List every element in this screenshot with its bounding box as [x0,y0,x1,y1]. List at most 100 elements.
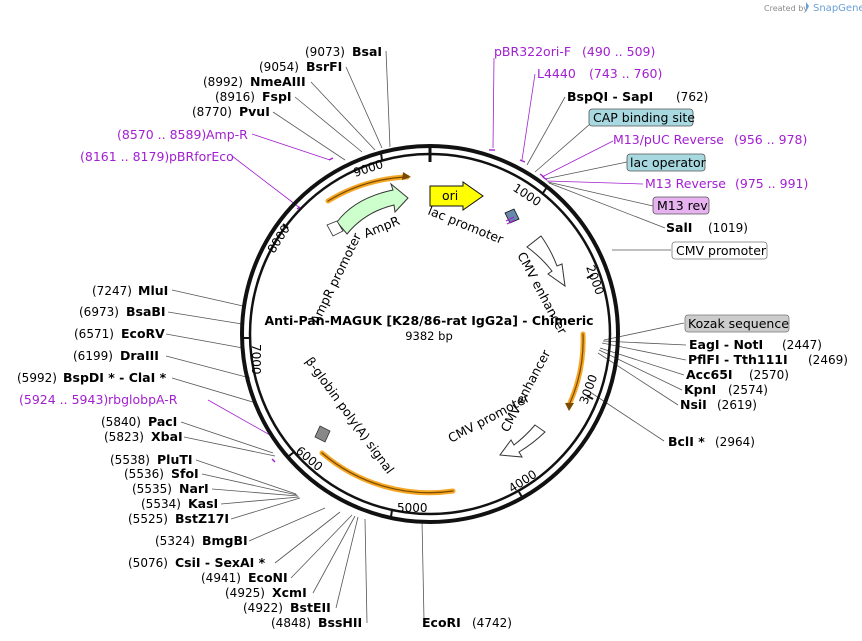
primer-range: (975 .. 991) [735,176,808,191]
svg-text:(2469): (2469) [808,353,848,367]
svg-text:(4742): (4742) [472,616,512,630]
enzyme-name: SfoI [171,466,199,481]
enzyme-name: EcoNI [248,570,288,585]
backbone-outer [240,144,620,524]
svg-text:(9073): (9073) [305,45,345,59]
ampr-promoter-feature [326,220,344,237]
tick-label-5000: 5000 [397,501,428,515]
enzyme-name: EagI - NotI [689,337,763,352]
tick-label-2000: 2000 [583,263,607,296]
cmv-promoter-box: CMV promoter [671,241,768,260]
enzyme-name: BmgBI [202,533,248,548]
enzyme-name: PvuI [239,104,270,119]
arrowhead-icon [565,403,574,411]
primer-labels: pBR322ori-F (490 .. 509) L4440 (743 .. 7… [19,44,808,407]
tick-label-7000: 7000 [249,344,263,375]
ori-label: ori [442,188,458,203]
svg-text:(8770): (8770) [192,105,232,119]
cmv-promoter-label: CMV promoter [445,390,532,446]
watermark-brand: SnapGene [813,3,862,14]
cmv-enhancer-2-label: CMV enhancer [497,346,553,434]
svg-text:(1019): (1019) [708,221,748,235]
enzyme-name: PluTI [157,452,193,467]
svg-text:(6571): (6571) [74,327,114,341]
enzyme-name: PacI [148,414,177,429]
enzyme-name: BstEII [290,600,331,615]
enzyme-name: DraIII [120,348,159,363]
enzyme-name: KasI [188,496,218,511]
enzyme-name: EcoRV [121,326,165,341]
svg-text:(5840): (5840) [101,415,141,429]
primer-name: pBRforEco [169,149,234,164]
primer-name: pBR322ori-F [494,44,571,59]
svg-text:(2447): (2447) [782,338,822,352]
svg-text:Kozak sequence: Kozak sequence [688,316,789,331]
ampr-feature [336,182,409,235]
ori-feature [429,181,484,211]
primer-range: (743 .. 760) [589,66,662,81]
primer-name: M13 Reverse [645,176,726,191]
lac-promoter-label: lac promoter [426,203,507,247]
svg-text:(8916): (8916) [215,90,255,104]
lac-operator-box: lac operator [626,153,707,172]
svg-text:(9054): (9054) [259,60,299,74]
svg-text:(4848): (4848) [271,616,311,630]
svg-text:(6199): (6199) [73,349,113,363]
kozak-sequence-box: Kozak sequence [684,314,790,333]
lac-promoter-feature [504,208,520,225]
tick-label-1000: 1000 [510,181,543,209]
leader-lines [165,50,687,624]
svg-text:(2619): (2619) [717,398,757,412]
enzyme-name: XcmI [272,585,307,600]
ampr-promoter-label: AmpR promoter [307,230,364,327]
svg-text:(5538): (5538) [110,453,150,467]
primer-range: (956 .. 978) [734,132,807,147]
highlight-arcs [319,174,586,496]
primer-range: (8570 .. 8589) [117,127,206,142]
svg-text:(2574): (2574) [728,383,768,397]
enzyme-labels: (9073)BsaI (9054)BsrFI (8992)NmeAIII (89… [17,44,848,630]
enzyme-name: Acc65I [686,367,733,382]
svg-text:(4922): (4922) [243,601,283,615]
enzyme-name: BsrFI [306,59,342,74]
svg-text:(5076): (5076) [128,556,168,570]
primer-name: rbglobpA-R [108,392,178,407]
svg-text:(5823): (5823) [104,430,144,444]
svg-text:CAP binding site: CAP binding site [593,110,695,125]
svg-text:(5324): (5324) [155,534,195,548]
svg-text:(7247): (7247) [92,284,132,298]
snapgene-logo-icon [806,2,809,12]
svg-text:M13 rev: M13 rev [657,198,708,213]
primer-name: M13/pUC Reverse [613,132,724,147]
cap-binding-site-box: CAP binding site [588,108,695,127]
watermark-text: Created by [764,4,808,13]
svg-text:(5536): (5536) [124,467,164,481]
enzyme-name: CsiI - SexAI * [175,555,266,570]
enzyme-name: NarI [179,481,209,496]
svg-text:(5535): (5535) [132,482,172,496]
svg-text:(5992): (5992) [17,371,57,385]
primer-name: Amp-R [206,127,248,142]
svg-text:(2964): (2964) [715,435,755,449]
enzyme-name: BspDI * - ClaI * [63,370,167,385]
cmv-promoter-feature [499,424,546,458]
bglobin-feature [314,425,331,443]
enzyme-name: BclI * [668,434,705,449]
enzyme-name: PflFI - Tth111I [688,352,788,367]
svg-text:lac operator: lac operator [630,155,707,170]
svg-text:(5525): (5525) [128,512,168,526]
enzyme-name: KpnI [684,382,716,397]
svg-text:(4941): (4941) [201,571,241,585]
enzyme-name: NsiI [680,397,707,412]
enzyme-name: MluI [138,283,168,298]
primer-range: (5924 .. 5943) [19,392,108,407]
m13-rev-box: M13 rev [652,196,710,215]
plasmid-size: 9382 bp [405,329,453,343]
enzyme-name: BsaBI [126,304,166,319]
enzyme-name: BspQI - SapI [567,89,653,104]
ampr-label: AmpR [362,213,403,241]
enzyme-name: BstZ17I [175,511,229,526]
enzyme-name: XbaI [151,429,183,444]
enzyme-name: NmeAIII [250,74,306,89]
